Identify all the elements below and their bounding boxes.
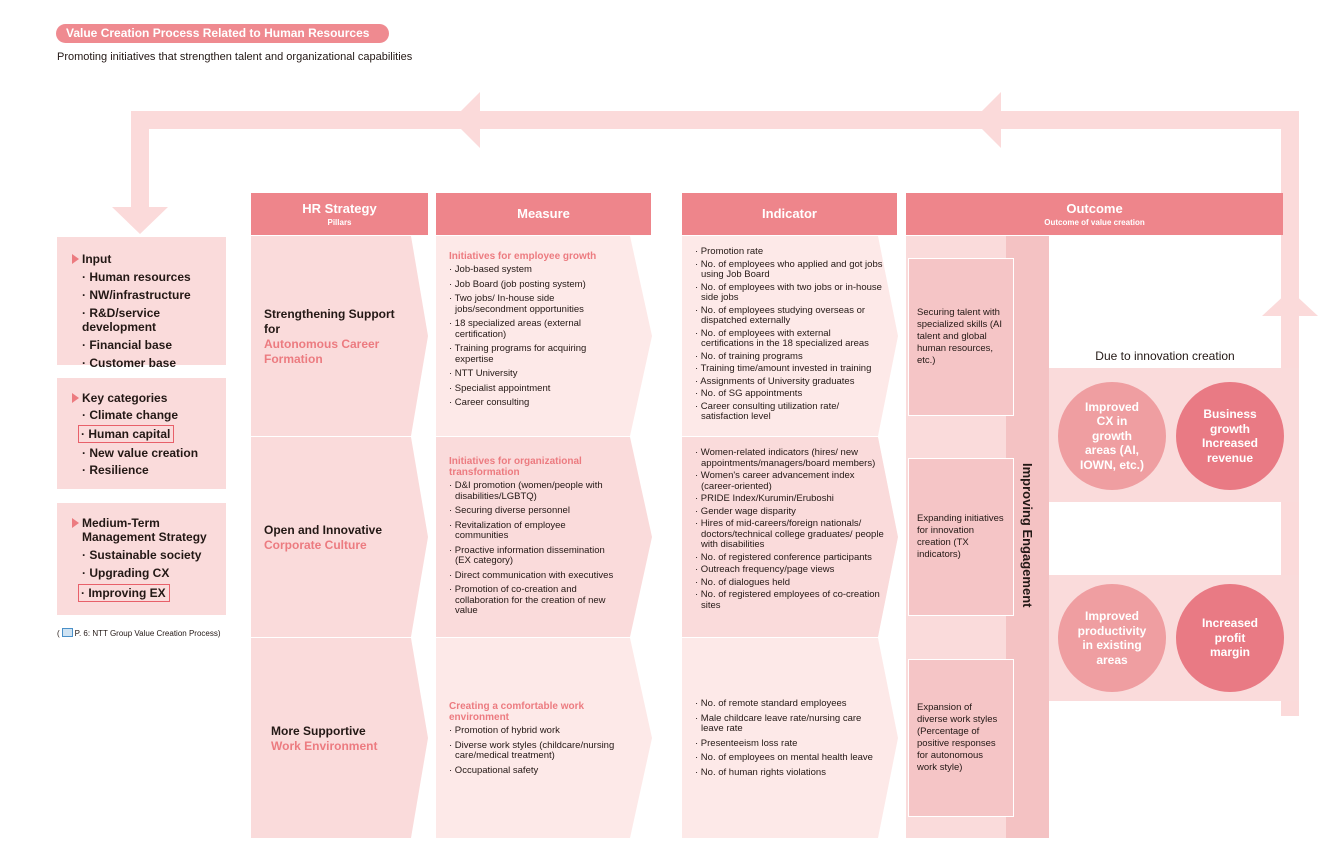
column-header-indicator: Indicator xyxy=(682,193,897,235)
input-item: · Customer base xyxy=(82,356,177,370)
strategy-item-label: · Improving EX xyxy=(78,584,170,602)
indicator-item: · No. of registered employees of co-crea… xyxy=(695,589,880,611)
input-item: · Financial base xyxy=(82,338,173,352)
indicator-item: · No. of employees with external certifi… xyxy=(695,327,869,349)
indicator-item: · Career consulting utilization rate/ sa… xyxy=(695,400,840,422)
indicator-item: · No. of employees studying overseas or … xyxy=(695,304,866,326)
indicator-list: · No. of remote standard employees · Mal… xyxy=(695,698,885,780)
input-item: · R&D/service development xyxy=(82,306,161,334)
measure-heading: Initiatives for organizational transform… xyxy=(449,456,582,478)
pillar-title: More Supportive Work Environment xyxy=(271,724,378,753)
indicator-item: · PRIDE Index/Kurumin/Eruboshi xyxy=(695,493,834,504)
page-reference[interactable]: (P. 6: NTT Group Value Creation Process) xyxy=(57,628,221,638)
indicator-item: · No. of employees on mental health leav… xyxy=(695,752,873,763)
page-title: Value Creation Process Related to Human … xyxy=(56,24,389,43)
category-item: · Resilience xyxy=(82,463,149,477)
measure-item: · Diverse work styles (childcare/nursing… xyxy=(449,739,615,761)
mtm-strategy-heading: Medium-Term Management Strategy xyxy=(72,516,222,544)
measure-heading: Creating a comfortable work environment xyxy=(449,701,585,723)
triangle-bullet-icon xyxy=(72,393,79,403)
measure-item: · Career consulting xyxy=(449,397,530,408)
innovation-label: Due to innovation creation xyxy=(1095,349,1235,363)
measure-item: · NTT University xyxy=(449,368,518,379)
strategy-item-highlighted: · Improving EX xyxy=(72,584,222,602)
category-item-label: · Human capital xyxy=(78,425,175,443)
key-categories-heading: Key categories xyxy=(72,391,226,405)
engagement-label: Improving Engagement xyxy=(1020,462,1035,608)
indicator-item: · No. of registered conference participa… xyxy=(695,551,872,563)
measure-item: · Training programs for acquiring expert… xyxy=(449,343,587,365)
indicator-item: · Women-related indicators (hires/ new a… xyxy=(695,447,876,469)
indicator-item: · Promotion rate xyxy=(695,246,764,257)
indicator-item: · No. of employees who applied and got j… xyxy=(695,258,883,280)
triangle-bullet-icon xyxy=(72,518,79,528)
category-item: · Climate change xyxy=(82,408,179,422)
measure-list: Initiatives for employee growth · Job-ba… xyxy=(449,251,621,413)
indicator-item: · Gender wage disparity xyxy=(695,505,796,517)
input-item: · Human resources xyxy=(82,270,191,284)
key-categories-box: Key categories · Climate change · Human … xyxy=(57,378,226,489)
indicator-item: · Outreach frequency/page views xyxy=(695,564,835,575)
indicator-item: · Presenteeism loss rate xyxy=(695,737,798,749)
measure-item: · Promotion of hybrid work xyxy=(449,725,560,736)
indicator-item: · Assignments of University graduates xyxy=(695,375,855,387)
outcome-box: Expansion of diverse work styles (Percen… xyxy=(908,659,1014,817)
measure-list: Initiatives for organizational transform… xyxy=(449,456,621,621)
indicator-item: · Hires of mid-careers/foreign nationals… xyxy=(695,518,884,550)
mtm-strategy-box: Medium-Term Management Strategy · Sustai… xyxy=(57,503,226,615)
measure-item: · Two jobs/ In-house side jobs/secondmen… xyxy=(449,293,584,315)
strategy-item: · Upgrading CX xyxy=(82,566,170,580)
outcome-box: Securing talent with specialized skills … xyxy=(908,258,1014,416)
indicator-item: · Training time/amount invested in train… xyxy=(695,363,872,374)
input-heading: Input xyxy=(72,252,226,266)
column-header-measure: Measure xyxy=(436,193,651,235)
category-item: · New value creation xyxy=(82,446,199,460)
column-header-hr-strategy: HR Strategy Pillars xyxy=(251,193,428,235)
outcome-text: Securing talent with specialized skills … xyxy=(917,307,1002,366)
indicator-item: · Women's career advancement index (care… xyxy=(695,470,855,492)
indicator-item: · No. of employees with two jobs or in-h… xyxy=(695,281,882,303)
indicator-list: · Promotion rate · No. of employees who … xyxy=(695,246,885,425)
pillar-title: Open and Innovative Corporate Culture xyxy=(264,523,383,552)
measure-item: · Revitalization of employee communities xyxy=(449,519,566,541)
circle-increased-profit: Increased profit margin xyxy=(1176,584,1284,692)
measure-item: · Securing diverse personnel xyxy=(449,505,570,516)
measure-heading: Initiatives for employee growth xyxy=(449,251,597,262)
indicator-item: · No. of human rights violations xyxy=(695,766,826,778)
circle-business-growth: Business growth Increased revenue xyxy=(1176,382,1284,490)
measure-item: · Occupational safety xyxy=(449,764,539,776)
book-icon xyxy=(61,628,73,637)
measure-item: · Proactive information dissemination (E… xyxy=(449,544,605,566)
measure-item: · D&I promotion (women/people with disab… xyxy=(449,480,603,502)
page-subtitle: Promoting initiatives that strengthen ta… xyxy=(57,51,413,63)
indicator-item: · No. of SG appointments xyxy=(695,388,803,399)
measure-item: · Direct communication with executives xyxy=(449,569,614,581)
indicator-item: · Male childcare leave rate/nursing care… xyxy=(695,712,862,734)
circle-improved-productivity: Improved productivity in existing areas xyxy=(1058,584,1166,692)
pillar-title: Strengthening Support for Autonomous Car… xyxy=(264,307,395,366)
circle-improved-cx: Improved CX in growth areas (AI, IOWN, e… xyxy=(1058,382,1166,490)
indicator-item: · No. of dialogues held xyxy=(695,576,791,588)
measure-item: · Specialist appointment xyxy=(449,382,551,394)
outcome-text: Expanding initiatives for innovation cre… xyxy=(917,513,1004,560)
input-item: · NW/infrastructure xyxy=(82,288,191,302)
strategy-item: · Sustainable society xyxy=(82,548,202,562)
measure-item: · Promotion of co-creation and collabora… xyxy=(449,584,606,616)
indicator-item: · No. of remote standard employees xyxy=(695,698,847,709)
category-item-highlighted: · Human capital xyxy=(72,425,226,443)
column-header-outcome: Outcome Outcome of value creation xyxy=(906,193,1283,235)
measure-item: · Job-based system xyxy=(449,264,532,275)
page-reference-label: P. 6: NTT Group Value Creation Process) xyxy=(74,629,221,638)
outcome-text: Expansion of diverse work styles (Percen… xyxy=(917,702,998,773)
outcome-box: Expanding initiatives for innovation cre… xyxy=(908,458,1014,616)
triangle-bullet-icon xyxy=(72,254,79,264)
indicator-list: · Women-related indicators (hires/ new a… xyxy=(695,447,885,613)
indicator-item: · No. of training programs xyxy=(695,350,803,362)
input-box: Input · Human resources · NW/infrastruct… xyxy=(57,237,226,370)
measure-item: · 18 specialized areas (external certifi… xyxy=(449,318,582,340)
measure-list: Creating a comfortable work environment … xyxy=(449,701,621,780)
measure-item: · Job Board (job posting system) xyxy=(449,278,586,290)
